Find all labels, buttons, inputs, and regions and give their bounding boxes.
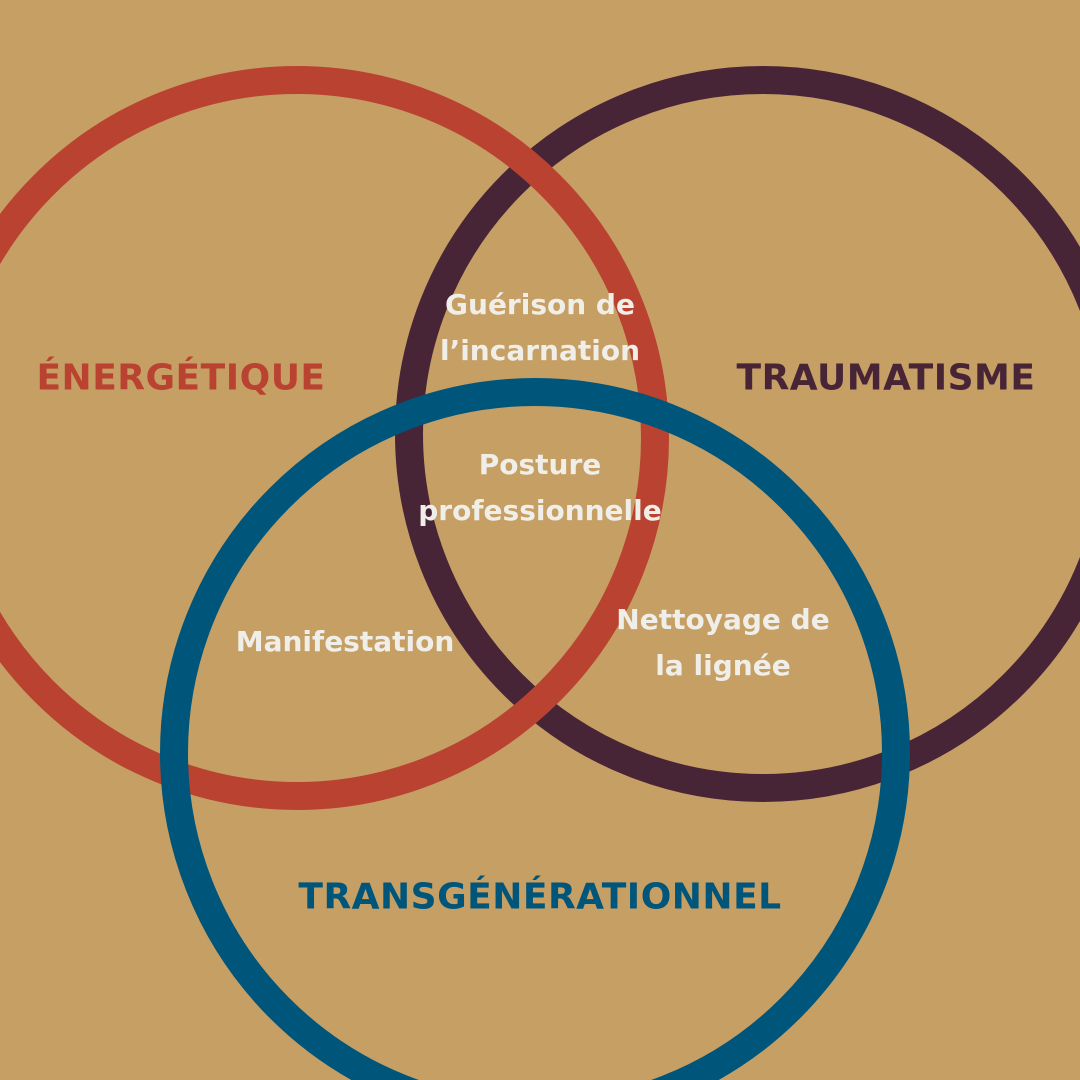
intersection-line: l’incarnation (439, 334, 641, 367)
intersection-line: la lignée (655, 649, 791, 682)
transgenerationnel-label: TRANSGÉNÉRATIONNEL (298, 876, 782, 918)
intersection-line: Nettoyage de (616, 603, 830, 636)
intersection-traumatisme-transgenerationnel: Nettoyage de la lignée (616, 597, 829, 689)
intersection-energetique-transgenerationnel: Manifestation (235, 625, 455, 658)
intersection-line: professionnelle (418, 494, 662, 527)
intersection-energetique-traumatisme: Guérison de l’incarnation (440, 282, 640, 374)
intersection-line: Posture (478, 448, 602, 481)
energetique-label: ÉNERGÉTIQUE (36, 357, 326, 399)
intersection-line: Guérison de (445, 288, 635, 321)
intersection-all-three: Posture professionnelle (418, 442, 661, 534)
traumatisme-label: TRAUMATISME (736, 357, 1036, 399)
traumatisme-circle (395, 66, 1080, 802)
transgenerationnel-circle (160, 378, 910, 1080)
energetique-circle (0, 66, 669, 810)
